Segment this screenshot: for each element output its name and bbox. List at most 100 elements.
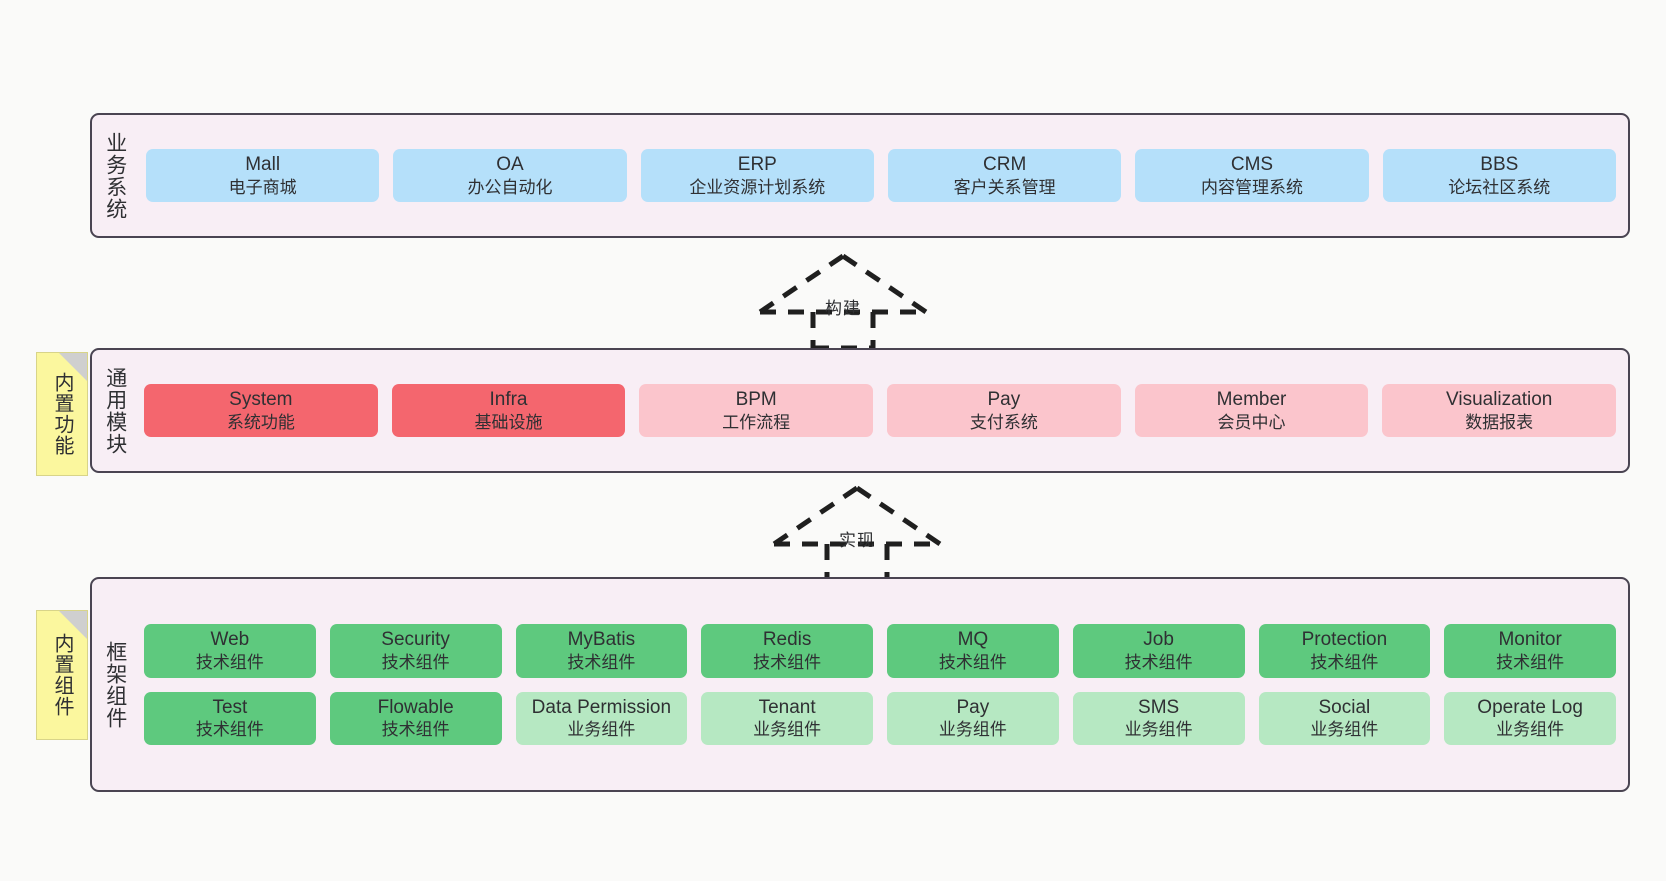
card-subtitle: 技术组件 (567, 653, 636, 673)
card-title: CMS (1230, 153, 1274, 175)
card-title: Infra (489, 388, 528, 410)
card-subtitle: 业务组件 (938, 720, 1007, 740)
card-subtitle: 内容管理系统 (1200, 177, 1303, 197)
note-label: 内置功能 (51, 372, 73, 456)
card-title: Redis (762, 629, 812, 651)
connector-implement: 实现 (772, 484, 942, 583)
card-title: MyBatis (567, 629, 636, 651)
card-title: Mall (245, 153, 281, 175)
card-infra[interactable]: Infra 基础设施 (391, 383, 626, 438)
card-subtitle: 技术组件 (381, 720, 450, 740)
card-subtitle: 技术组件 (195, 653, 264, 673)
card-row-business: Test 技术组件 Flowable 技术组件 Data Permission … (144, 691, 1616, 745)
card-bbs[interactable]: BBS 论坛社区系统 (1382, 148, 1616, 203)
card-job[interactable]: Job 技术组件 (1072, 624, 1245, 678)
card-subtitle: 业务组件 (753, 720, 822, 740)
card-erp[interactable]: ERP 企业资源计划系统 (640, 148, 874, 203)
card-subtitle: 技术组件 (753, 653, 822, 673)
card-cms[interactable]: CMS 内容管理系统 (1135, 148, 1369, 203)
card-protection[interactable]: Protection 技术组件 (1258, 624, 1431, 678)
card-subtitle: 业务组件 (1496, 720, 1565, 740)
layer-body-modules: System 系统功能 Infra 基础设施 BPM 工作流程 Pay 支付系统… (138, 350, 1628, 471)
card-subtitle: 技术组件 (381, 653, 450, 673)
card-row: Mall 电子商城 OA 办公自动化 ERP 企业资源计划系统 CRM 客户关系… (146, 148, 1616, 203)
card-title: Test (212, 696, 248, 718)
layer-common-modules: 通用模块 System 系统功能 Infra 基础设施 BPM 工作流程 Pay… (90, 348, 1630, 473)
card-crm[interactable]: CRM 客户关系管理 (887, 148, 1122, 203)
card-subtitle: 会员中心 (1217, 412, 1286, 432)
connector-label: 构建 (825, 299, 861, 318)
card-title: ERP (737, 153, 777, 175)
card-monitor[interactable]: Monitor 技术组件 (1444, 624, 1616, 678)
note-builtin-component: 内置组件 (36, 610, 88, 740)
card-title: Member (1216, 388, 1287, 410)
connector-label: 实现 (839, 531, 875, 550)
card-title: Pay (956, 696, 990, 718)
card-subtitle: 客户关系管理 (953, 177, 1056, 197)
layer-title-business: 业务系统 (103, 131, 127, 220)
card-row: System 系统功能 Infra 基础设施 BPM 工作流程 Pay 支付系统… (144, 383, 1617, 438)
card-title: Social (1318, 696, 1371, 718)
card-redis[interactable]: Redis 技术组件 (701, 624, 873, 678)
card-subtitle: 电子商城 (228, 177, 297, 197)
card-pay-module[interactable]: Pay 支付系统 (887, 383, 1121, 438)
card-subtitle: 技术组件 (1496, 653, 1565, 673)
card-title: SMS (1138, 696, 1180, 718)
card-system[interactable]: System 系统功能 (144, 383, 378, 438)
card-bpm[interactable]: BPM 工作流程 (639, 383, 874, 438)
card-subtitle: 系统功能 (226, 412, 295, 432)
card-subtitle: 办公自动化 (467, 177, 553, 197)
card-web[interactable]: Web 技术组件 (144, 624, 316, 678)
card-operate-log[interactable]: Operate Log 业务组件 (1444, 691, 1616, 745)
card-security[interactable]: Security 技术组件 (329, 624, 502, 678)
layer-business-systems: 业务系统 Mall 电子商城 OA 办公自动化 ERP 企业资源计划系统 CRM… (90, 113, 1630, 238)
card-mybatis[interactable]: MyBatis 技术组件 (515, 624, 688, 678)
card-title: Flowable (377, 696, 454, 718)
card-title: MQ (957, 629, 989, 651)
card-pay-component[interactable]: Pay 业务组件 (887, 691, 1059, 745)
card-subtitle: 技术组件 (195, 720, 264, 740)
card-sms[interactable]: SMS 业务组件 (1072, 691, 1245, 745)
card-title: BPM (735, 388, 777, 410)
card-subtitle: 技术组件 (1124, 653, 1193, 673)
card-subtitle: 业务组件 (1310, 720, 1379, 740)
card-subtitle: 业务组件 (567, 720, 636, 740)
card-title: BBS (1480, 153, 1519, 175)
card-title: Protection (1301, 629, 1388, 651)
card-title: Visualization (1446, 388, 1553, 410)
card-mall[interactable]: Mall 电子商城 (146, 148, 380, 203)
card-title: System (229, 388, 293, 410)
card-row-technical: Web 技术组件 Security 技术组件 MyBatis 技术组件 Redi… (144, 624, 1616, 678)
card-title: CRM (983, 153, 1027, 175)
card-subtitle: 技术组件 (938, 653, 1007, 673)
card-test[interactable]: Test 技术组件 (144, 691, 316, 745)
card-subtitle: 论坛社区系统 (1448, 177, 1551, 197)
card-member[interactable]: Member 会员中心 (1134, 383, 1369, 438)
card-social[interactable]: Social 业务组件 (1258, 691, 1431, 745)
card-title: Operate Log (1477, 696, 1583, 718)
card-subtitle: 业务组件 (1124, 720, 1193, 740)
card-title: Web (210, 629, 250, 651)
card-title: Tenant (758, 696, 816, 718)
card-visualization[interactable]: Visualization 数据报表 (1382, 383, 1617, 438)
card-subtitle: 企业资源计划系统 (689, 177, 826, 197)
layer-title-modules: 通用模块 (103, 366, 127, 455)
layer-body-framework: Web 技术组件 Security 技术组件 MyBatis 技术组件 Redi… (138, 579, 1628, 790)
card-subtitle: 数据报表 (1465, 412, 1534, 432)
note-label: 内置组件 (51, 633, 73, 717)
connector-build: 构建 (758, 252, 928, 351)
card-title: Job (1143, 629, 1174, 651)
card-tenant[interactable]: Tenant 业务组件 (701, 691, 873, 745)
card-mq[interactable]: MQ 技术组件 (887, 624, 1059, 678)
card-data-permission[interactable]: Data Permission 业务组件 (515, 691, 688, 745)
card-title: Pay (987, 388, 1021, 410)
note-builtin-function: 内置功能 (36, 352, 88, 476)
card-subtitle: 支付系统 (969, 412, 1038, 432)
card-oa[interactable]: OA 办公自动化 (393, 148, 627, 203)
card-subtitle: 工作流程 (722, 412, 791, 432)
layer-body-business: Mall 电子商城 OA 办公自动化 ERP 企业资源计划系统 CRM 客户关系… (138, 115, 1628, 236)
card-flowable[interactable]: Flowable 技术组件 (329, 691, 502, 745)
layer-framework-components: 框架组件 Web 技术组件 Security 技术组件 MyBatis 技术组件… (90, 577, 1630, 792)
card-title: Monitor (1498, 629, 1562, 651)
layer-title-framework: 框架组件 (103, 640, 127, 729)
